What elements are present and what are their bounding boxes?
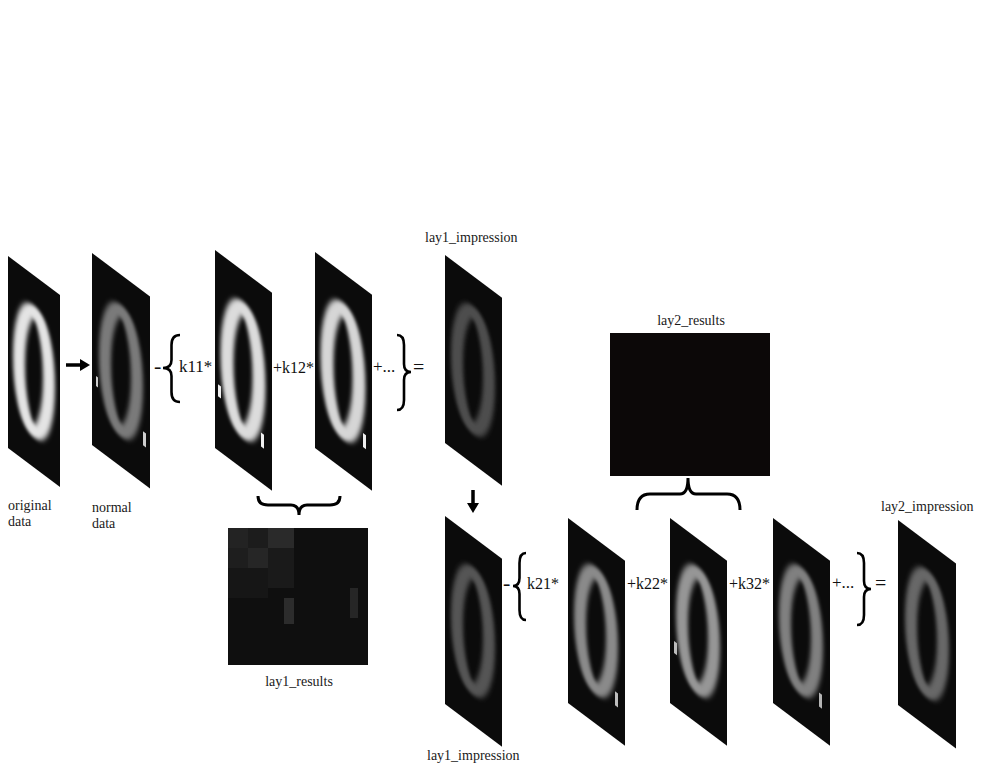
slab-ground <box>568 518 625 746</box>
curly-brace <box>637 478 740 510</box>
result-patch <box>268 548 294 588</box>
results-node: lay1_results <box>226 526 372 698</box>
operator-label: - <box>503 571 510 595</box>
impression-node: lay1_impression <box>420 513 545 767</box>
ring-image <box>457 300 489 440</box>
slab-ground <box>773 518 830 746</box>
node-label: lay2_results <box>608 313 774 329</box>
data-slab <box>670 518 727 746</box>
flow-arrow <box>467 490 479 513</box>
ring-image <box>457 561 489 701</box>
slab-ground <box>215 250 272 491</box>
curly-brace <box>397 335 411 410</box>
data-slab-node: original data <box>6 252 66 537</box>
slab-ground <box>8 256 60 487</box>
ring-image <box>580 561 612 701</box>
operator-label: = <box>413 356 424 378</box>
impression-node: lay1_impression <box>420 228 545 490</box>
result-patch <box>350 588 358 618</box>
bright-mark <box>218 384 221 398</box>
operator-label: - <box>154 354 161 378</box>
data-slab <box>568 518 625 746</box>
bright-mark <box>143 431 146 447</box>
result-map <box>610 333 770 476</box>
result-patch <box>228 528 248 548</box>
node-label: lay1_results <box>226 674 372 690</box>
result-ground <box>228 528 368 665</box>
results-node: lay2_results <box>608 311 774 478</box>
slab-ground <box>315 252 372 491</box>
ring-image <box>911 564 943 704</box>
data-slab <box>315 252 372 491</box>
result-patch <box>228 568 268 598</box>
ring-image <box>105 299 137 443</box>
result-patch <box>268 528 294 548</box>
node-label: original data <box>8 498 64 530</box>
bright-mark <box>96 376 98 388</box>
coefficient-label: k11* <box>179 358 212 377</box>
coefficient-label: +k32* <box>729 575 770 593</box>
operator-label: +... <box>832 574 854 593</box>
bright-mark <box>363 433 366 449</box>
result-patch <box>248 548 268 568</box>
coefficient-label: +k12* <box>273 359 314 377</box>
node-label: normal data <box>92 500 152 532</box>
operator-label: = <box>875 572 886 594</box>
curly-brace <box>258 496 340 515</box>
data-slab <box>445 516 502 747</box>
node-label: lay1_impression <box>425 230 518 246</box>
slab-ground <box>445 255 502 486</box>
data-slab <box>215 250 272 491</box>
slab-ground <box>898 520 956 749</box>
curly-brace <box>513 553 526 620</box>
bright-mark <box>615 691 618 707</box>
slab-ground <box>92 253 150 489</box>
data-slab <box>773 518 830 746</box>
impression-node: lay2_impression <box>878 497 984 750</box>
operator-label: +... <box>373 358 395 377</box>
ring-image <box>785 561 817 701</box>
slab-ground <box>445 516 502 747</box>
data-slab <box>92 253 150 489</box>
coefficient-label: k21* <box>527 575 559 593</box>
ring-image <box>227 296 259 444</box>
result-map <box>228 528 368 665</box>
result-patch <box>248 528 268 548</box>
arrow-shaft <box>471 490 475 504</box>
node-label: lay1_impression <box>427 748 520 764</box>
result-patch <box>228 548 248 568</box>
curly-brace <box>857 553 871 625</box>
coefficient-label: +k22* <box>627 575 668 593</box>
bright-mark <box>674 641 677 655</box>
bright-mark <box>261 433 264 449</box>
node-label: lay2_impression <box>881 499 974 515</box>
data-slab-node: normal data <box>90 250 154 540</box>
data-slab <box>8 256 60 487</box>
arrow-shaft <box>66 363 81 367</box>
ring-image <box>327 297 359 445</box>
curly-brace <box>163 335 180 402</box>
arrow-head <box>467 503 479 513</box>
flow-arrow <box>66 359 90 371</box>
ring-image <box>19 300 49 443</box>
ring-image <box>682 561 714 701</box>
data-slab <box>445 255 502 486</box>
result-patch <box>284 598 294 624</box>
bright-mark <box>819 693 822 709</box>
slab-ground <box>670 518 727 746</box>
data-slab <box>898 520 956 749</box>
arrow-head <box>80 359 90 371</box>
